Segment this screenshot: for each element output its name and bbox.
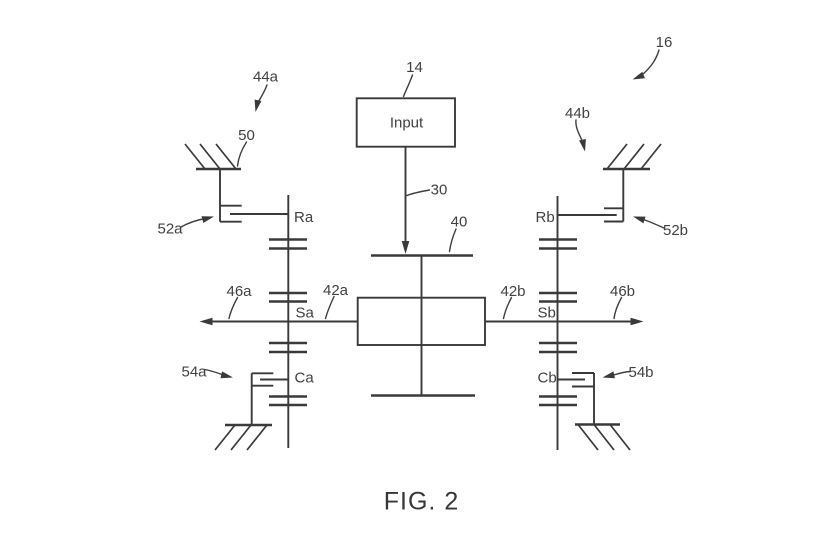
ref-52b: 52b	[663, 222, 688, 239]
ref-46a: 46a	[226, 283, 252, 300]
output-line-46b	[485, 317, 644, 326]
ground-symbol-bottom-right	[575, 423, 631, 451]
ground-symbol-top-right	[603, 143, 662, 171]
brake-52b-symbol	[557, 169, 625, 223]
leader-lines	[228, 74, 623, 320]
node-sun-a: Sa	[296, 305, 315, 322]
ref-52a: 52a	[157, 221, 183, 238]
ref-42a: 42a	[323, 282, 349, 299]
arrow-44b	[575, 119, 586, 152]
leader-50	[236, 141, 248, 167]
arrowhead-icon	[602, 371, 615, 379]
arrow-52b	[633, 216, 665, 229]
brake-52a-symbol	[219, 169, 289, 223]
ref-30: 30	[431, 182, 448, 199]
gear-mesh-marks-b	[539, 238, 577, 407]
brake-54a-symbol	[250, 372, 289, 425]
leader-46b	[613, 296, 623, 320]
ref-46b: 46b	[610, 283, 635, 300]
leader-46a	[228, 296, 239, 320]
output-line-46a	[199, 317, 358, 326]
arrow-16	[632, 49, 660, 80]
leader-30	[406, 189, 431, 197]
node-ring-a: Ra	[294, 209, 314, 226]
right-arrowhead-icon	[630, 317, 644, 326]
ref-42b: 42b	[500, 283, 525, 300]
input-shaft-arrow	[401, 146, 410, 254]
ref-14: 14	[406, 59, 423, 76]
ref-40: 40	[451, 214, 468, 231]
node-carrier-a: Ca	[295, 370, 315, 387]
leader-40	[448, 228, 457, 253]
ref-44a: 44a	[253, 69, 279, 86]
arrowhead-icon	[632, 71, 645, 80]
branch-a	[184, 143, 358, 451]
brake-54b-symbol	[557, 372, 595, 425]
arrowhead-icon	[579, 139, 586, 152]
down-arrowhead-icon	[401, 241, 410, 254]
ref-54a: 54a	[181, 364, 207, 381]
leader-14	[402, 74, 414, 98]
arrowhead-icon	[633, 216, 646, 224]
ref-54b: 54b	[628, 364, 653, 381]
ref-44b: 44b	[565, 105, 590, 122]
branch-b	[485, 143, 662, 451]
arrow-54a	[204, 368, 233, 379]
reference-arrows	[180, 49, 665, 379]
ground-symbol-bottom-left	[214, 423, 272, 451]
node-labels: Ra Rb Sa Sb Ca Cb	[294, 209, 557, 387]
ref-50: 50	[238, 127, 255, 144]
node-ring-b: Rb	[536, 209, 555, 226]
node-sun-b: Sb	[538, 305, 556, 322]
reference-labels: 14 30 40 16 44a 44b 50 52a 52b 54a 54b 4…	[157, 34, 688, 381]
arrowhead-icon	[220, 371, 233, 379]
arrow-52a	[180, 216, 214, 228]
arrow-54b	[602, 370, 631, 379]
ref-16: 16	[656, 34, 673, 51]
gear-mesh-marks-a	[269, 238, 307, 407]
arrowhead-icon	[201, 216, 214, 223]
input-box-label: Input	[390, 115, 424, 132]
figure-caption: FIG. 2	[384, 488, 459, 516]
arrowhead-icon	[254, 99, 262, 112]
leader-42b	[502, 296, 513, 320]
ground-symbol-top-left	[184, 143, 241, 171]
arrow-44a	[254, 84, 268, 112]
node-carrier-b: Cb	[538, 370, 557, 387]
input-box: Input	[355, 97, 456, 148]
left-arrowhead-icon	[199, 317, 213, 326]
leader-42a	[324, 295, 335, 320]
gear-unit-40	[356, 254, 486, 397]
